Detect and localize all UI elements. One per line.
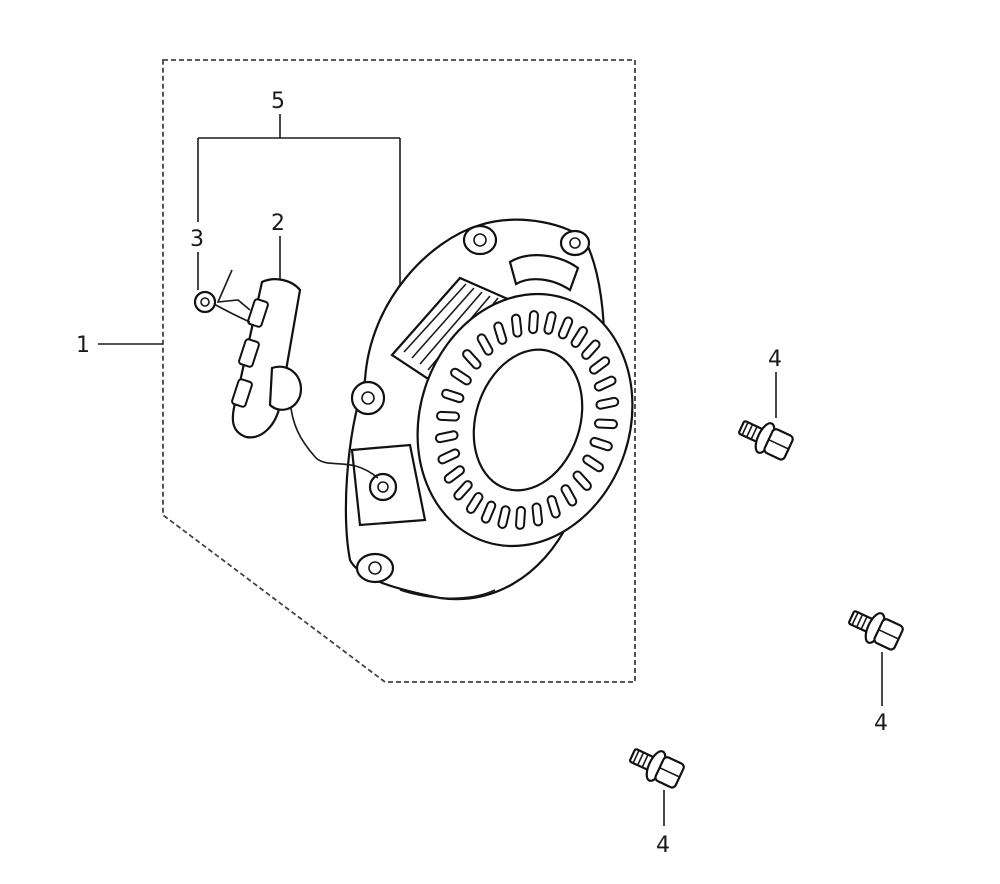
vent-slot xyxy=(531,502,544,527)
vent-slot xyxy=(593,375,617,392)
vent-slot xyxy=(595,396,620,410)
vent-slot xyxy=(510,313,523,338)
vent-slot xyxy=(589,436,613,452)
flange-bolt-c xyxy=(629,748,685,789)
callout-4c: 4 xyxy=(656,833,670,858)
callout-4a: 4 xyxy=(768,347,782,372)
bracket-5 xyxy=(197,114,401,310)
vent-slot xyxy=(570,326,589,348)
callout-5: 5 xyxy=(271,89,285,114)
vent-slot xyxy=(546,495,561,519)
vent-slot xyxy=(528,310,539,335)
vent-slot xyxy=(560,484,578,507)
vent-slot xyxy=(582,454,605,473)
rope-end xyxy=(193,269,251,323)
callout-1: 1 xyxy=(76,333,90,358)
vent-slot xyxy=(476,333,494,356)
vent-slot xyxy=(441,388,465,404)
starter-housing xyxy=(344,218,634,601)
vent-slot xyxy=(493,321,508,345)
vent-slot xyxy=(557,316,574,340)
vent-slot xyxy=(480,500,497,524)
radial-vent-slots xyxy=(434,310,620,530)
vent-slot xyxy=(515,505,526,530)
vent-slot xyxy=(453,480,473,501)
flange-bolt-b xyxy=(848,610,904,651)
vent-slot xyxy=(435,410,460,422)
vent-slot xyxy=(497,505,511,529)
vent-slot xyxy=(543,311,557,335)
vent-slot xyxy=(588,356,611,375)
assembly-boundary xyxy=(162,59,636,683)
callout-3: 3 xyxy=(190,227,204,252)
vent-slot xyxy=(593,418,618,430)
vent-slot xyxy=(450,367,472,386)
callout-4b: 4 xyxy=(874,711,888,736)
vent-slot xyxy=(437,448,461,465)
vent-slot xyxy=(581,339,601,360)
flange-bolt-a xyxy=(738,420,794,461)
vent-slot xyxy=(462,349,482,370)
callout-2: 2 xyxy=(271,211,285,236)
starter-rope xyxy=(289,399,379,479)
vent-slot xyxy=(465,492,484,514)
vent-slot xyxy=(572,470,592,491)
vent-slot xyxy=(434,430,459,444)
starter-grip xyxy=(231,278,303,439)
vent-slot xyxy=(443,465,465,484)
